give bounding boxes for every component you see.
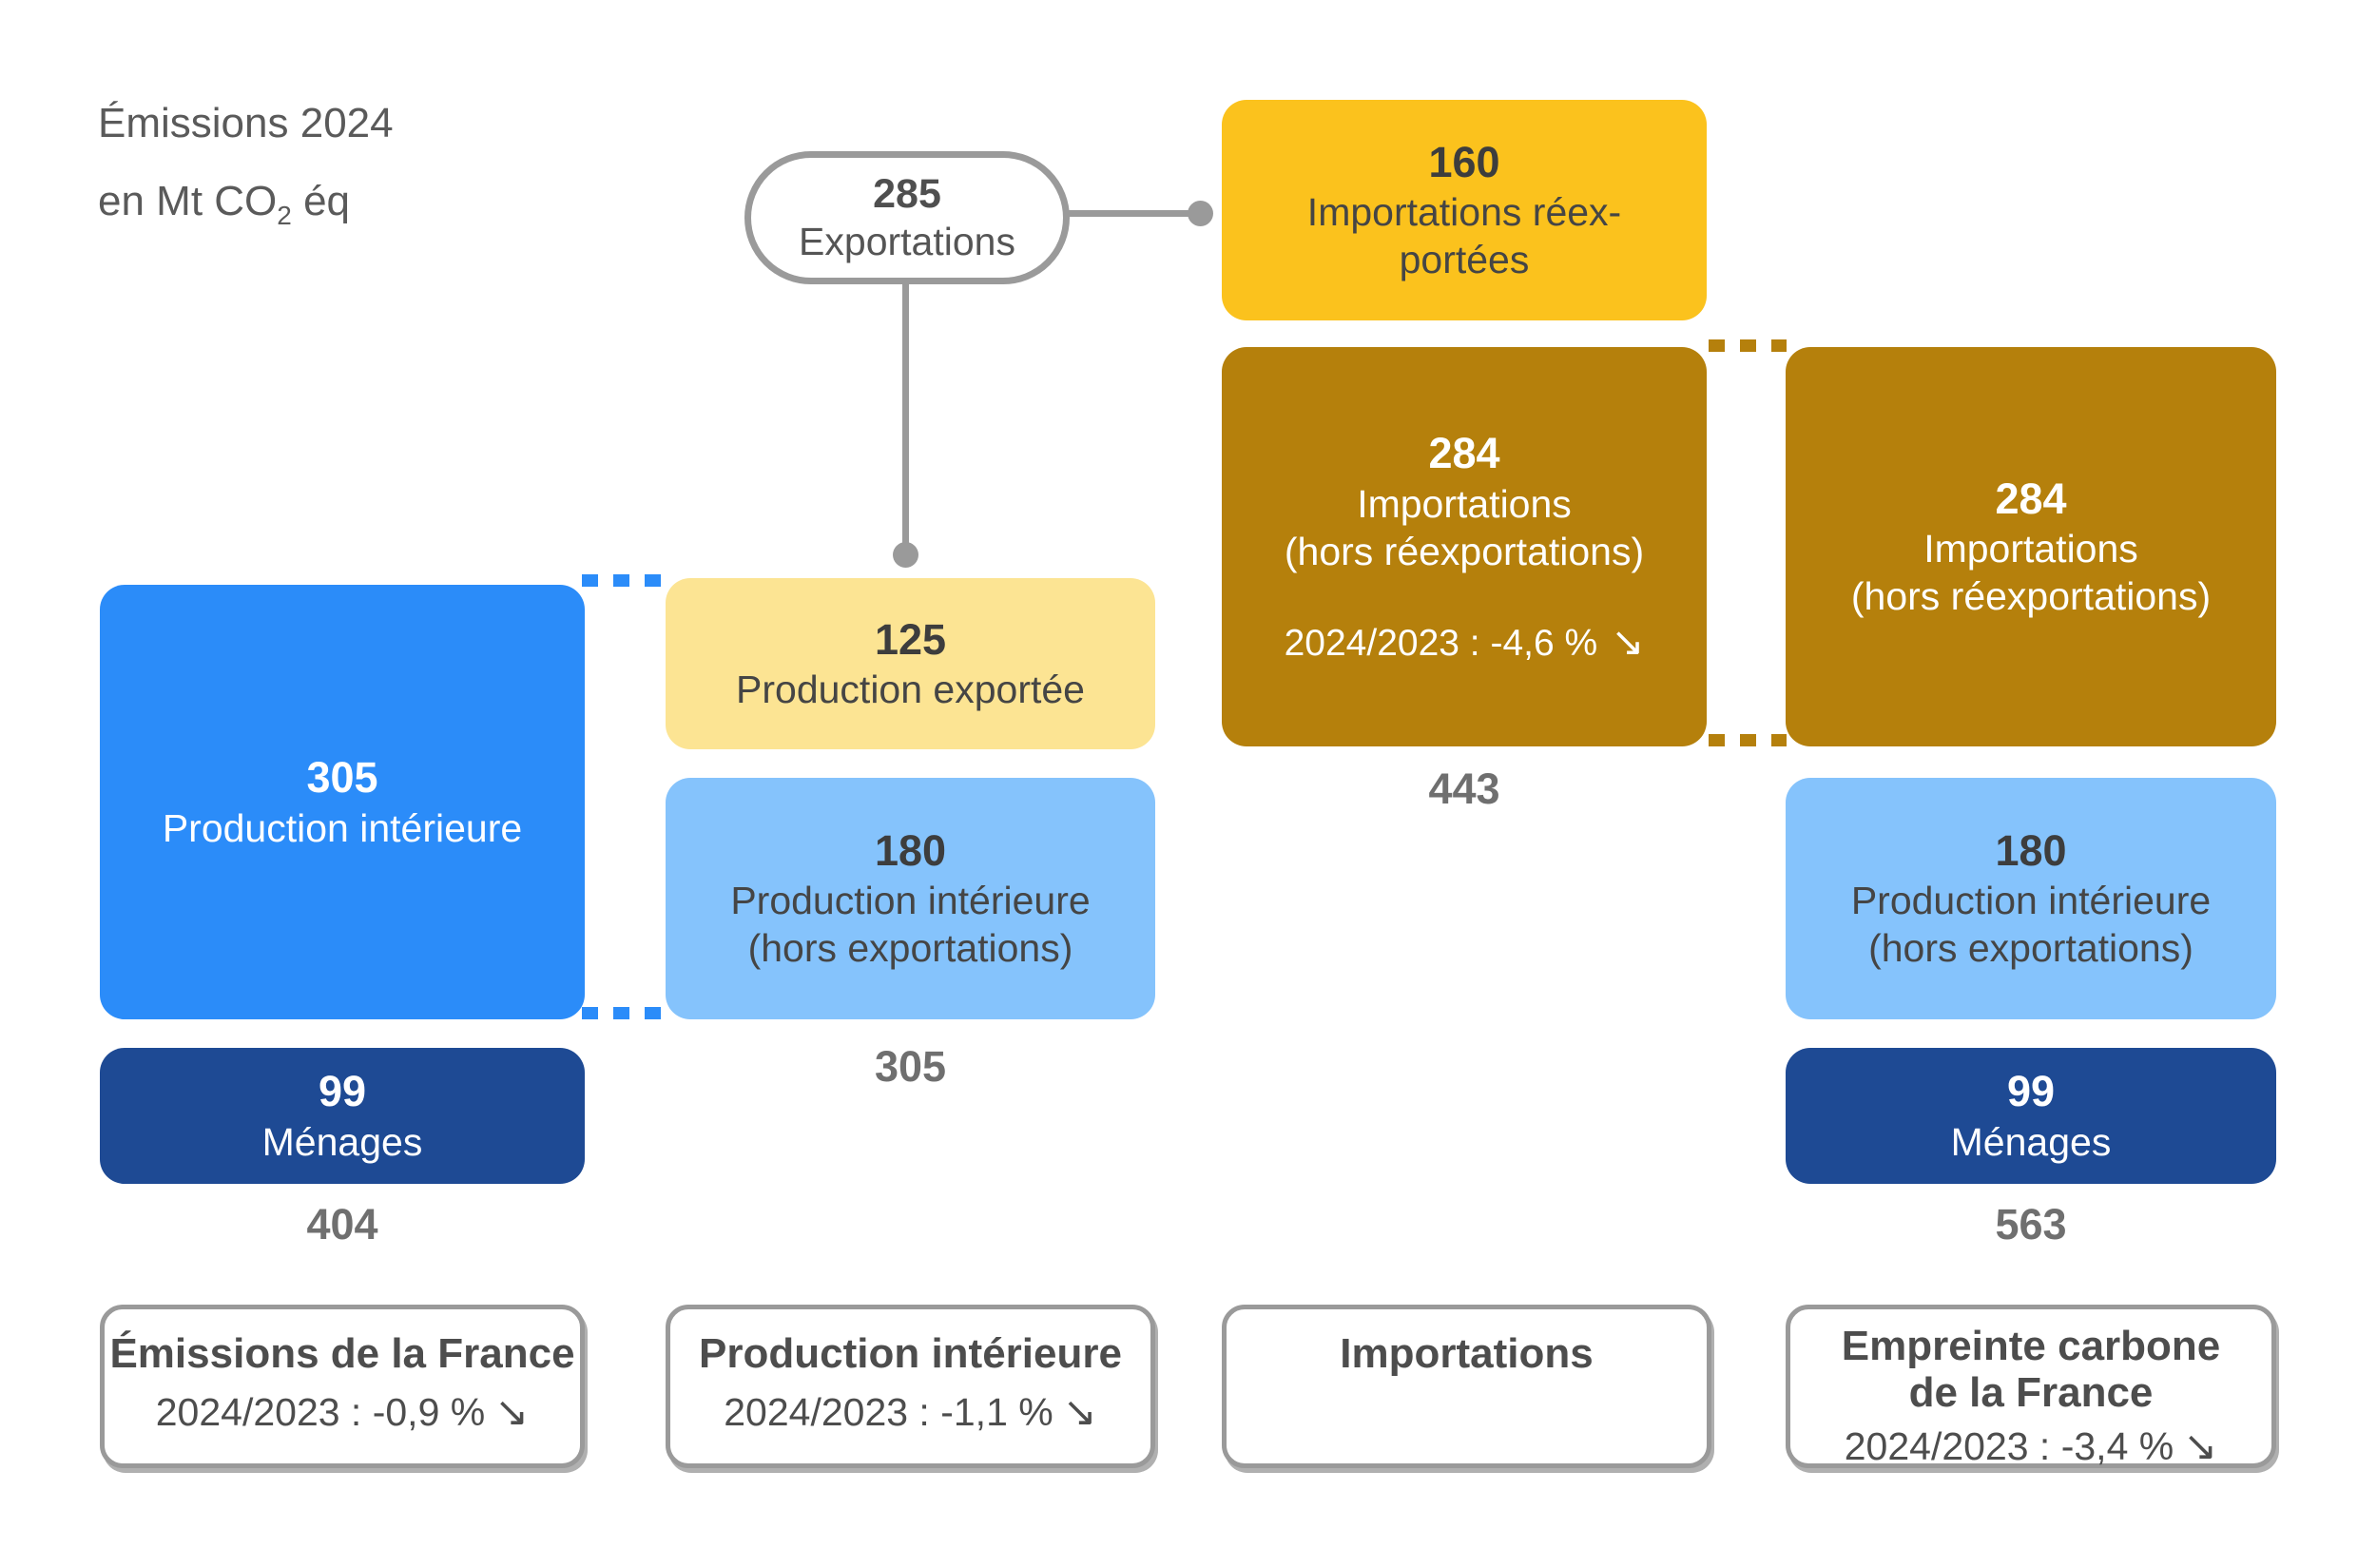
importations-reexportees-value: 160 xyxy=(1428,137,1500,186)
importations-right-label-line1: Importations xyxy=(1923,527,2138,571)
down-right-arrow-icon: ↘ xyxy=(1611,618,1645,664)
total-production-interieure: 305 xyxy=(874,1042,947,1091)
dashed-link-blue-top xyxy=(582,574,667,587)
production-interieure-value: 305 xyxy=(306,753,378,803)
connector-horizontal-line xyxy=(1067,210,1200,217)
co2-subscript: 2 xyxy=(277,200,292,230)
importations-left-label-line1: Importations xyxy=(1357,481,1572,526)
card-production-interieure-delta: 2024/2023 : -1,1 %↘ xyxy=(724,1389,1097,1436)
exportations-label: Exportations xyxy=(799,220,1015,263)
total-empreinte-carbone: 563 xyxy=(1995,1200,2067,1249)
menages-right-label: Ménages xyxy=(1950,1119,2112,1164)
box-menages-left: 99 Ménages xyxy=(100,1048,585,1184)
node-exportations: 285 Exportations xyxy=(744,151,1070,284)
production-interieure-label: Production intérieure xyxy=(162,805,523,850)
production-hors-export-right-label-line1: Production intérieure xyxy=(1850,879,2212,923)
box-importations-hors-reexportations-right: 284 Importations (hors réexportations) xyxy=(1786,347,2276,746)
production-exportee-label: Production exportée xyxy=(736,668,1085,712)
box-production-exportee: 125 Production exportée xyxy=(666,578,1155,749)
production-exportee-value: 125 xyxy=(874,614,947,664)
card-emissions-france: Émissions de la France 2024/2023 : -0,9 … xyxy=(100,1305,585,1468)
diagram-title: Émissions 2024 en Mt CO2 éq xyxy=(98,103,394,265)
down-right-arrow-icon: ↘ xyxy=(494,1389,530,1436)
dashed-link-gold-bottom xyxy=(1709,734,1787,746)
card-importations: Importations xyxy=(1222,1305,1711,1468)
card-emissions-france-title: Émissions de la France xyxy=(109,1330,575,1377)
box-production-interieure: 305 Production intérieure xyxy=(100,585,585,1019)
importations-right-value: 284 xyxy=(1995,474,2067,523)
card-empreinte-title-line1: Empreinte carbone xyxy=(1841,1323,2221,1369)
connector-endpoint-dot-right xyxy=(1188,201,1213,226)
exportations-value: 285 xyxy=(873,171,941,217)
card-empreinte-carbone: Empreinte carbone de la France 2024/2023… xyxy=(1786,1305,2276,1469)
menages-left-label: Ménages xyxy=(261,1119,423,1164)
card-production-interieure: Production intérieure 2024/2023 : -1,1 %… xyxy=(666,1305,1155,1468)
box-menages-right: 99 Ménages xyxy=(1786,1048,2276,1184)
importations-reexportees-label-line2: portées xyxy=(1399,238,1530,282)
box-importations-reexportees: 160 Importations réex- portées xyxy=(1222,100,1707,320)
dashed-link-blue-bottom xyxy=(582,1007,667,1019)
down-right-arrow-icon: ↘ xyxy=(2183,1423,2218,1469)
card-emissions-france-delta: 2024/2023 : -0,9 %↘ xyxy=(155,1389,530,1436)
production-hors-export-mid-value: 180 xyxy=(874,825,947,875)
importations-reexportees-label-line1: Importations réex- xyxy=(1306,190,1622,235)
production-hors-export-mid-label-line2: (hors exportations) xyxy=(747,926,1073,971)
menages-left-value: 99 xyxy=(318,1067,367,1116)
importations-left-delta: 2024/2023 : -4,6 %↘ xyxy=(1284,618,1645,664)
dashed-link-gold-top xyxy=(1709,339,1787,352)
title-line-2: en Mt CO2 éq xyxy=(98,178,351,230)
card-production-interieure-title: Production intérieure xyxy=(699,1330,1122,1377)
production-hors-export-right-label-line2: (hors exportations) xyxy=(1868,926,2193,971)
title-line-1: Émissions 2024 xyxy=(98,100,394,146)
card-importations-title: Importations xyxy=(1340,1330,1594,1377)
importations-left-value: 284 xyxy=(1428,428,1500,477)
menages-right-value: 99 xyxy=(2006,1067,2056,1116)
production-hors-export-right-value: 180 xyxy=(1995,825,2067,875)
production-hors-export-mid-label-line1: Production intérieure xyxy=(730,879,1091,923)
down-right-arrow-icon: ↘ xyxy=(1062,1389,1097,1436)
card-empreinte-title-line2: de la France xyxy=(1908,1369,2154,1417)
card-empreinte-delta: 2024/2023 : -3,4 %↘ xyxy=(1844,1423,2218,1469)
box-production-hors-exportations-right: 180 Production intérieure (hors exportat… xyxy=(1786,778,2276,1019)
total-emissions-france: 404 xyxy=(306,1200,378,1249)
importations-right-label-line2: (hors réexportations) xyxy=(1850,574,2212,619)
box-production-hors-exportations-mid: 180 Production intérieure (hors exportat… xyxy=(666,778,1155,1019)
connector-endpoint-dot-bottom xyxy=(893,542,918,568)
importations-left-label-line2: (hors réexportations) xyxy=(1284,529,1645,573)
connector-vertical-line xyxy=(902,281,909,546)
total-importations: 443 xyxy=(1428,765,1500,813)
box-importations-hors-reexportations-left: 284 Importations (hors réexportations) 2… xyxy=(1222,347,1707,746)
